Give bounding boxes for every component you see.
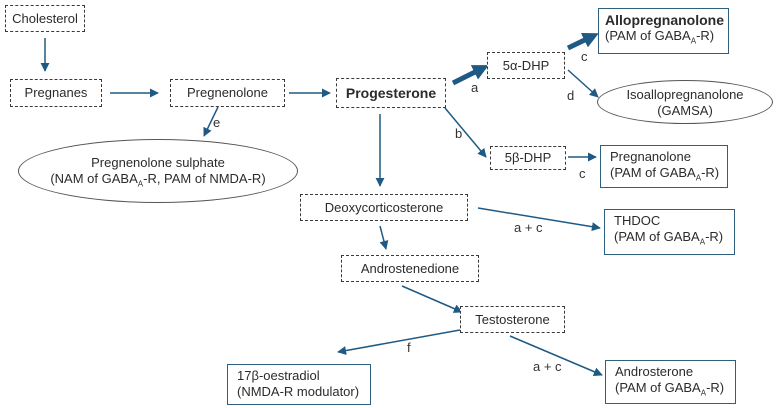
label-f: f — [407, 340, 411, 355]
node-deoxycorticosterone-label: Deoxycorticosterone — [324, 200, 444, 215]
oestradiol-name: 17β-oestradiol — [237, 368, 320, 383]
thdoc-role-text: (PAM of GABA — [614, 229, 700, 244]
node-5a-dhp-label: 5α-DHP — [502, 58, 550, 73]
node-pregnenolone-sulphate: Pregnenolone sulphate (NAM of GABAA-R, P… — [18, 139, 298, 203]
androsterone-role-sub: A — [700, 388, 707, 398]
arrow-androstenedione-testosterone — [401, 285, 463, 313]
pregnanolone-role: (PAM of GABAA-R) — [610, 165, 727, 187]
node-thdoc: THDOC (PAM of GABAA-R) — [604, 209, 735, 255]
node-5a-dhp: 5α-DHP — [487, 52, 565, 79]
androsterone-name: Androsterone — [615, 364, 694, 379]
pregnanolone-name: Pregnanolone — [610, 149, 691, 164]
node-pregnanes: Pregnanes — [10, 79, 102, 107]
node-5b-dhp-label: 5β-DHP — [504, 150, 552, 165]
label-c-allo: c — [581, 49, 588, 64]
label-e: e — [213, 115, 221, 130]
androsterone-role-suffix: -R) — [706, 380, 725, 395]
thdoc-role: (PAM of GABAA-R) — [614, 229, 734, 251]
node-allopregnanolone: Allopregnanolone (PAM of GABAA-R) — [598, 8, 729, 54]
node-androstenedione: Androstenedione — [341, 255, 479, 282]
pregnanolone-role-text: (PAM of GABA — [610, 165, 696, 180]
oestradiol-role: (NMDA-R modulator) — [237, 384, 360, 399]
arrow-doc-thdoc — [477, 207, 601, 232]
arrow-doc-androstenedione — [379, 225, 389, 250]
label-b: b — [455, 126, 463, 141]
arrow-testosterone-oestradiol — [337, 329, 461, 355]
allopregnanolone-role-text: (PAM of GABA — [605, 28, 691, 43]
thdoc-name: THDOC — [614, 213, 661, 228]
label-a-plus-c-thdoc: a + c — [514, 220, 543, 235]
arrow-progesterone-5adhp — [451, 65, 489, 86]
node-pregnanolone: Pregnanolone (PAM of GABAA-R) — [600, 145, 728, 188]
node-testosterone-label: Testosterone — [475, 312, 550, 327]
label-d: d — [567, 88, 575, 103]
node-cholesterol-label: Cholesterol — [12, 11, 78, 26]
pregnenolone-sulphate-name: Pregnenolone sulphate — [91, 155, 225, 170]
thdoc-role-suffix: -R) — [705, 229, 724, 244]
allopregnanolone-role-suffix: -R) — [696, 28, 715, 43]
pregnanolone-role-sub: A — [695, 173, 702, 183]
androsterone-role-text: (PAM of GABA — [615, 380, 701, 395]
node-pregnenolone: Pregnenolone — [170, 79, 285, 107]
isoallopregnanolone-name: Isoallopregnanolone — [626, 87, 744, 102]
allopregnanolone-name: Allopregnanolone — [605, 12, 724, 28]
arrow-progesterone-5bdhp — [444, 107, 487, 158]
thdoc-role-sub: A — [699, 237, 706, 247]
node-isoallopregnanolone: Isoallopregnanolone (GAMSA) — [597, 80, 773, 124]
node-testosterone: Testosterone — [460, 306, 565, 333]
allopregnanolone-role-sub: A — [690, 36, 697, 46]
node-progesterone: Progesterone — [336, 78, 446, 108]
pregnenolone-sulphate-role: (NAM of GABAA-R, PAM of NMDA-R) — [19, 171, 297, 193]
pregnanolone-role-suffix: -R) — [701, 165, 720, 180]
isoallopregnanolone-role: (GAMSA) — [657, 103, 713, 118]
arrow-testosterone-androsterone — [509, 335, 603, 376]
pregnenolone-sulphate-role-suffix: -R, PAM of NMDA-R) — [143, 171, 266, 186]
arrow-5adhp-isoallo — [567, 69, 599, 98]
arrow-5adhp-allopregnanolone — [566, 32, 599, 51]
label-a-plus-c-androsterone: a + c — [533, 359, 562, 374]
node-pregnanes-label: Pregnanes — [24, 85, 88, 100]
node-progesterone-label: Progesterone — [345, 85, 437, 101]
node-androsterone: Androsterone (PAM of GABAA-R) — [605, 360, 736, 404]
node-oestradiol: 17β-oestradiol (NMDA-R modulator) — [227, 364, 371, 405]
pregnenolone-sulphate-role-text: (NAM of GABA — [50, 171, 138, 186]
allopregnanolone-role: (PAM of GABAA-R) — [605, 28, 728, 50]
node-androstenedione-label: Androstenedione — [360, 261, 460, 276]
node-cholesterol: Cholesterol — [5, 5, 85, 32]
node-5b-dhp: 5β-DHP — [490, 146, 566, 170]
node-deoxycorticosterone: Deoxycorticosterone — [300, 194, 468, 221]
arrow-pregnenolone-sulphate — [203, 106, 219, 137]
androsterone-role: (PAM of GABAA-R) — [615, 380, 735, 402]
node-pregnenolone-label: Pregnenolone — [187, 85, 268, 100]
pregnenolone-sulphate-role-sub: A — [137, 179, 144, 189]
label-a: a — [471, 80, 479, 95]
label-c-pregnanolone: c — [579, 166, 586, 181]
